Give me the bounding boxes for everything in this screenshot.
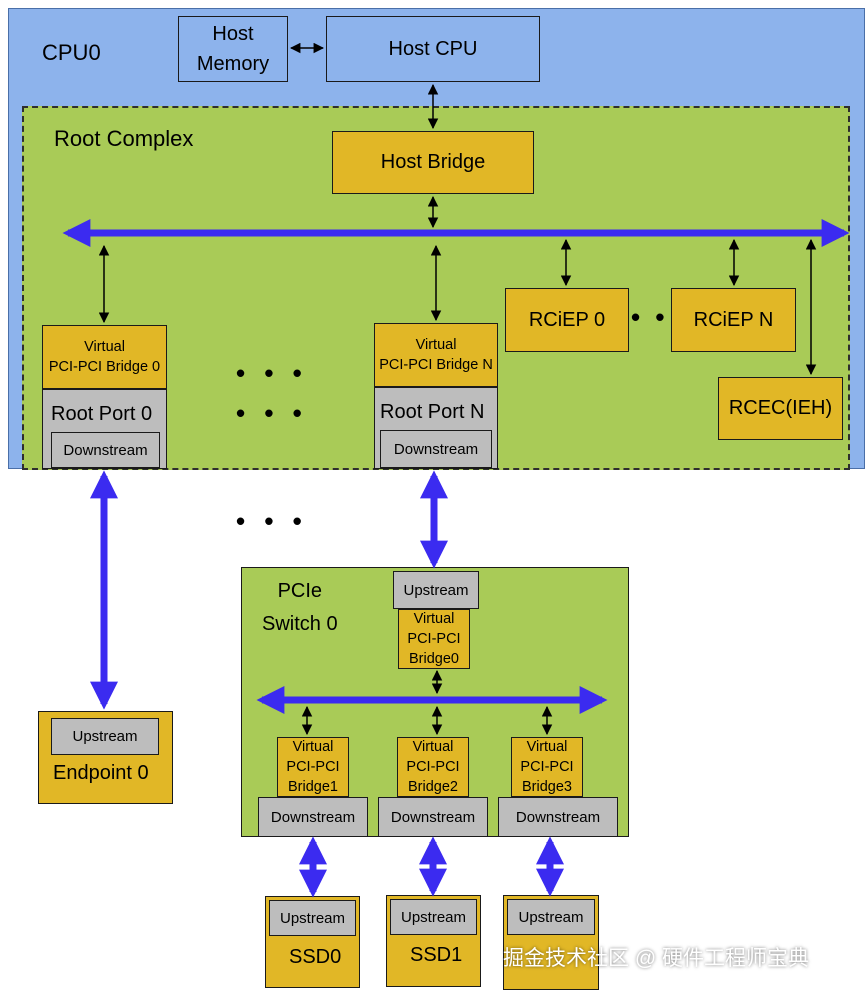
ssd-0-upstream: Upstream [269,900,356,936]
ssd-1-label: SSD1 [410,944,463,966]
pcie-switch-0-label: PCIe Switch 0 [262,580,338,635]
root-ports-ellipsis: • • • [236,506,308,536]
watermark-text: 掘金技术社区 @ 硬件工程师宝典 [503,947,809,970]
virtual-bridge-n-box: Virtual PCI-PCI Bridge N [374,323,498,387]
rcec-box: RCEC(IEH) [718,377,843,440]
switch-virtual-bridge-2: Virtual PCI-PCI Bridge2 [397,737,469,797]
rciep-n-box: RCiEP N [671,288,796,352]
endpoint-0-upstream: Upstream [51,718,159,755]
downstream-port-n: Downstream [380,430,492,468]
rciep-ellipsis: • • [631,302,669,332]
switch-virtual-bridge-3: Virtual PCI-PCI Bridge3 [511,737,583,797]
downstream-port-0: Downstream [51,432,160,468]
ssd-1-box: Upstream SSD1 [386,895,481,987]
switch-downstream-port-1: Downstream [258,797,368,837]
endpoint-0-box: Upstream Endpoint 0 [38,711,173,804]
host-memory-box: Host Memory [178,16,288,82]
virtual-bridge-0-box: Virtual PCI-PCI Bridge 0 [42,325,167,389]
ssd-1-upstream: Upstream [390,899,477,935]
switch-virtual-bridge-1: Virtual PCI-PCI Bridge1 [277,737,349,797]
switch-virtual-bridge-0: Virtual PCI-PCI Bridge0 [398,609,470,669]
root-port-0-label: Root Port 0 [51,403,153,425]
cpu0-label: CPU0 [42,40,101,65]
ports-ellipsis-1: • • • [236,358,308,388]
root-complex-label: Root Complex [54,126,194,151]
ssd-0-label: SSD0 [289,946,342,968]
host-cpu-box: Host CPU [326,16,540,82]
root-port-n-label: Root Port N [380,401,485,423]
host-bridge-box: Host Bridge [332,131,534,194]
ports-ellipsis-2: • • • [236,398,308,428]
switch-upstream-port: Upstream [393,571,479,609]
ssd-2-label: SSD2 [527,946,580,968]
switch-downstream-port-3: Downstream [498,797,618,837]
ssd-0-box: Upstream SSD0 [265,896,360,988]
rciep-0-box: RCiEP 0 [505,288,629,352]
root-port-n-box: Root Port N Downstream [374,387,498,469]
ssd-2-box: Upstream SSD2 [503,895,599,990]
endpoint-0-label: Endpoint 0 [53,762,149,784]
switch-downstream-port-2: Downstream [378,797,488,837]
ssd-2-upstream: Upstream [507,899,595,935]
root-port-0-box: Root Port 0 Downstream [42,389,167,469]
